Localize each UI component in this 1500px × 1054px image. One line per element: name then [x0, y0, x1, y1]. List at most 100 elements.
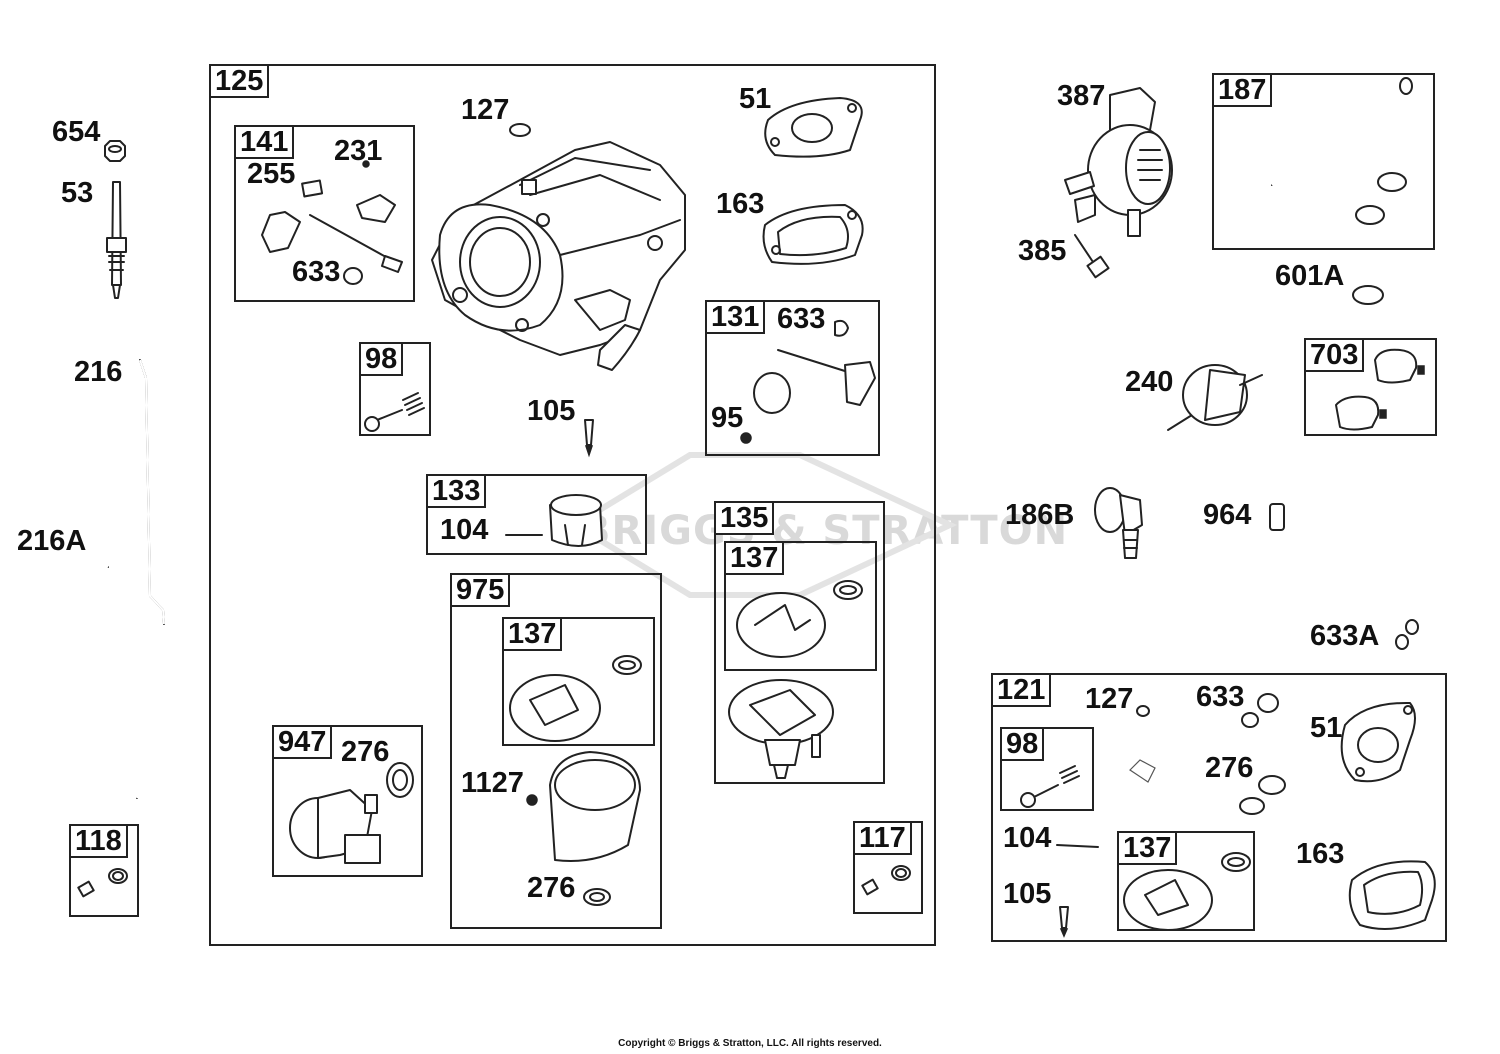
screw-washer-117-icon: [861, 865, 911, 896]
gasket-kit-137-icon: [736, 580, 863, 658]
washers-121-276-icon: [1239, 775, 1286, 815]
part-label-240: 240: [1125, 366, 1174, 398]
part-label-127: 127: [461, 94, 510, 126]
part-label-255: 255: [247, 158, 296, 190]
group-98-box: 98: [359, 342, 431, 436]
part-label-385: 385: [1018, 235, 1067, 267]
washers-633a-icon: [1395, 619, 1419, 650]
group-187-tag: 187: [1212, 73, 1273, 107]
watermark-logo: [569, 452, 958, 598]
group-131-box: 131: [705, 300, 880, 456]
part-label-601a: 601A: [1275, 260, 1345, 292]
group-135-137-box: 137: [724, 541, 877, 671]
gasket-121-163-icon: [1348, 860, 1436, 930]
part-label-186b: 186B: [1005, 499, 1075, 531]
group-125-tag: 125: [209, 64, 270, 98]
part-label-231: 231: [334, 135, 383, 167]
solenoid-947-icon: [289, 762, 414, 864]
gasket-121-51-icon: [1340, 701, 1416, 783]
gasket-kit-121-137-icon: [1123, 852, 1251, 931]
group-975-137-box: 137: [502, 617, 655, 746]
part-label-654: 654: [52, 116, 101, 148]
group-121-box: 121: [991, 673, 1447, 942]
part-label-121-633: 633: [1196, 681, 1245, 713]
float-bowl-975-icon: [526, 751, 641, 906]
group-947-tag: 947: [272, 725, 333, 759]
group-133-tag: 133: [426, 474, 487, 508]
bushing-121-633-icon: [1241, 693, 1279, 728]
group-135-137-tag: 137: [724, 541, 785, 575]
oring-121-127-icon: [1136, 705, 1150, 717]
group-975-137-tag: 137: [502, 617, 563, 651]
copyright-notice: Copyright © Briggs & Stratton, LLC. All …: [618, 1038, 882, 1049]
part-label-104: 104: [440, 514, 489, 546]
part-label-216a: 216A: [17, 525, 87, 557]
part-label-121-276: 276: [1205, 752, 1254, 784]
part-label-633a: 633A: [1310, 620, 1380, 652]
group-975-box: 975: [450, 573, 662, 929]
group-125-box: 125: [209, 64, 936, 946]
rod-216a-icon: [88, 564, 157, 799]
group-118-tag: 118: [69, 824, 128, 858]
nut-654-icon: [104, 140, 126, 162]
group-133-box: 133: [426, 474, 647, 555]
group-117-box: 117: [853, 821, 923, 914]
group-121-tag: 121: [991, 673, 1052, 707]
screw-385-icon: [1074, 234, 1110, 279]
group-135-tag: 135: [714, 501, 775, 535]
group-118-box: 118: [69, 824, 139, 917]
part-label-121-105: 105: [1003, 878, 1052, 910]
group-117-tag: 117: [853, 821, 912, 855]
gasket-163-icon: [762, 204, 864, 265]
part-label-163: 163: [716, 188, 765, 220]
clamps-703-icon: [1335, 348, 1425, 431]
group-121-137-tag: 137: [1117, 831, 1178, 865]
part-label-387: 387: [1057, 80, 1106, 112]
sleeve-964-icon: [1269, 503, 1285, 531]
carburetor-body-icon: [431, 141, 686, 371]
spring-121-icon: [1129, 759, 1156, 783]
group-98-tag: 98: [359, 342, 404, 376]
group-947-box: 947: [272, 725, 423, 877]
fuel-line-187-icon: [1268, 77, 1413, 225]
part-label-947-276: 276: [341, 736, 390, 768]
group-187-box: 187: [1212, 73, 1435, 250]
throttle-shaft-131-icon: [740, 319, 876, 444]
screw-washer-118-icon: [77, 868, 128, 898]
fuel-pump-387-icon: [1064, 87, 1173, 237]
part-label-964: 964: [1203, 499, 1252, 531]
elbow-186b-icon: [1094, 487, 1143, 559]
watermark-text: BRIGGS & STRATTON: [580, 508, 1069, 554]
screw-spring-121-98-icon: [1020, 765, 1080, 808]
clamp-601a-icon: [1352, 285, 1384, 305]
part-label-131-633: 633: [777, 303, 826, 335]
oring-127-icon: [509, 123, 531, 137]
group-975-tag: 975: [450, 573, 511, 607]
part-label-121-163: 163: [1296, 838, 1345, 870]
group-121-98-tag: 98: [1000, 727, 1045, 761]
part-label-121-51: 51: [1310, 712, 1343, 744]
needle-105-icon: [584, 419, 594, 458]
part-label-975-276: 276: [527, 872, 576, 904]
gasket-kit-975-137-icon: [509, 655, 642, 742]
part-label-121-127: 127: [1085, 683, 1134, 715]
choke-parts-141-icon: [261, 160, 403, 285]
group-121-137-box: 137: [1117, 831, 1255, 931]
gasket-51-icon: [764, 97, 863, 158]
screw-spring-98-icon: [364, 392, 425, 432]
fuel-filter-240-icon: [1167, 364, 1263, 431]
part-label-633: 633: [292, 256, 341, 288]
group-703-tag: 703: [1304, 338, 1365, 372]
group-131-tag: 131: [705, 300, 766, 334]
part-label-51: 51: [739, 83, 772, 115]
part-label-1127: 1127: [461, 767, 524, 799]
needle-121-105-icon: [1059, 906, 1069, 938]
part-label-121-104: 104: [1003, 822, 1052, 854]
part-label-216: 216: [74, 356, 123, 388]
group-703-box: 703: [1304, 338, 1437, 436]
part-label-95: 95: [711, 402, 744, 434]
part-label-53: 53: [61, 177, 94, 209]
part-label-105: 105: [527, 395, 576, 427]
rod-216-icon: [139, 359, 165, 625]
